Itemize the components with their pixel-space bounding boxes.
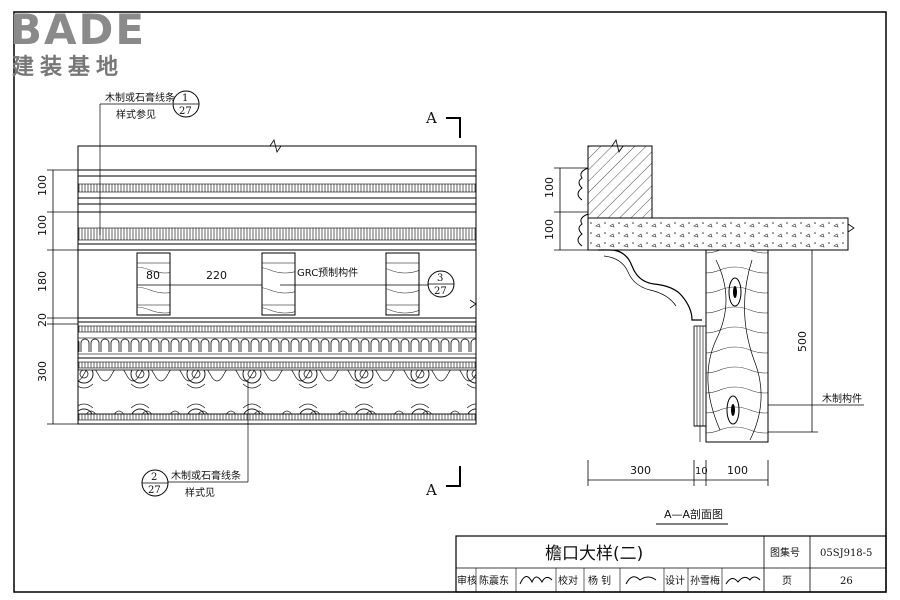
top-ref-num: 1 [182, 93, 188, 104]
section-dimension-right: 500 木制构件 [768, 249, 864, 433]
dim-section-100-b: 100 [543, 219, 556, 240]
dim-300: 300 [36, 361, 49, 382]
reviewer-signature [519, 576, 553, 585]
reviewer-name: 陈震东 [479, 574, 509, 587]
checker-signature [625, 576, 657, 585]
bracket-profile [598, 249, 702, 321]
logo: BADE 建装基地 [10, 5, 146, 80]
grc-ref-num: 3 [437, 273, 443, 284]
title-block: 檐口大样(二) 图集号 05SJ918-5 审核 陈震东 校对 杨 钊 设计 孙… [455, 535, 887, 593]
dim-100-a: 100 [36, 175, 49, 196]
section-mark-bottom: A [425, 481, 437, 499]
wall-section [587, 145, 653, 219]
design-label: 设计 [665, 574, 685, 587]
bracket-dimensions: 80 220 [137, 269, 262, 286]
drawing-title: 檐口大样(二) [545, 544, 643, 564]
check-label: 校对 [558, 574, 578, 587]
dim-section-10: 10 [695, 466, 708, 477]
wood-beam [705, 249, 769, 443]
bracket-1 [136, 252, 171, 316]
bottom-note-line1: 木制或石膏线条 [171, 469, 241, 482]
dim-20: 20 [36, 313, 49, 327]
atlas-value: 05SJ918-5 [820, 548, 872, 559]
bottom-ref-den: 27 [148, 485, 161, 496]
side-strip [693, 325, 707, 427]
elevation-view: 80 220 [77, 139, 477, 425]
grc-label: GRC预制构件 [297, 266, 358, 279]
top-note-line2: 样式参见 [116, 108, 156, 121]
logo-brand: BADE [10, 5, 146, 54]
page-value: 26 [840, 576, 853, 587]
section-view [577, 139, 855, 443]
wood-label: 木制构件 [822, 392, 862, 405]
section-mark-top: A [425, 109, 437, 127]
elevation-dimension-chain: 100 100 180 20 300 [36, 169, 78, 425]
grc-ref-den: 27 [434, 286, 447, 297]
grc-brackets [136, 252, 420, 316]
lower-moulding [77, 317, 477, 421]
face-moulding-bottom [577, 213, 589, 247]
elevation-outline [77, 145, 477, 425]
dim-section-100: 100 [727, 464, 748, 477]
top-callout: 木制或石膏线条 样式参见 1 27 [99, 90, 200, 235]
break-mark-top [269, 139, 282, 153]
concrete-slab [587, 217, 849, 251]
review-label: 审核 [457, 574, 477, 587]
dim-section-100-a: 100 [543, 177, 556, 198]
face-moulding-top [577, 167, 589, 201]
bottom-note-line2: 样式见 [185, 486, 215, 499]
section-dimension-bottom: 300 10 100 [587, 460, 769, 486]
dim-section-300: 300 [630, 464, 651, 477]
logo-subtitle: 建装基地 [12, 55, 124, 80]
top-moulding [77, 169, 477, 251]
bracket-3 [385, 252, 420, 316]
section-cut-marks: A A [425, 109, 461, 499]
grc-callout: GRC预制构件 3 27 [280, 266, 455, 298]
designer-name: 孙雪梅 [690, 574, 720, 587]
dim-section-500: 500 [796, 331, 809, 352]
dim-bracket-width: 80 [146, 269, 160, 282]
section-title: A—A剖面图 [664, 507, 723, 521]
dentil-band [77, 337, 477, 355]
bottom-ref-num: 2 [151, 472, 157, 483]
sheet-border [13, 11, 887, 593]
dim-180: 180 [36, 271, 49, 292]
atlas-label: 图集号 [770, 546, 800, 559]
checker-name: 杨 钊 [588, 574, 611, 587]
dim-100-b: 100 [36, 215, 49, 236]
top-ref-den: 27 [179, 106, 192, 117]
top-note-line1: 木制或石膏线条 [105, 91, 175, 104]
dim-bracket-gap: 220 [206, 269, 227, 282]
page-label: 页 [782, 575, 792, 587]
bottom-callout: 2 27 木制或石膏线条 样式见 [141, 380, 249, 499]
bracket-2 [261, 252, 296, 316]
section-dimension-left: 100 100 [543, 167, 588, 251]
designer-signature [725, 576, 761, 585]
ornament-band [77, 369, 477, 415]
